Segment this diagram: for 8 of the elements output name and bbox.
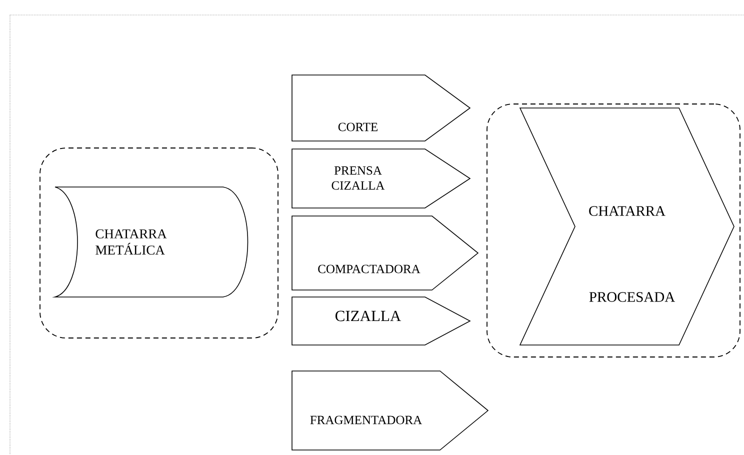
storage-shape: CHATARRA METÁLICA xyxy=(54,186,248,298)
pentagon-box: FRAGMENTADORA xyxy=(292,370,489,450)
pentagon-box: COMPACTADORA xyxy=(292,216,479,290)
pentagon-box: CIZALLA xyxy=(292,296,471,346)
dashed-group-border xyxy=(40,148,278,338)
dashed-group-border xyxy=(486,104,740,358)
pentagon-box: CORTE xyxy=(292,74,471,142)
pentagon-box: PRENSA CIZALLA xyxy=(292,148,471,208)
